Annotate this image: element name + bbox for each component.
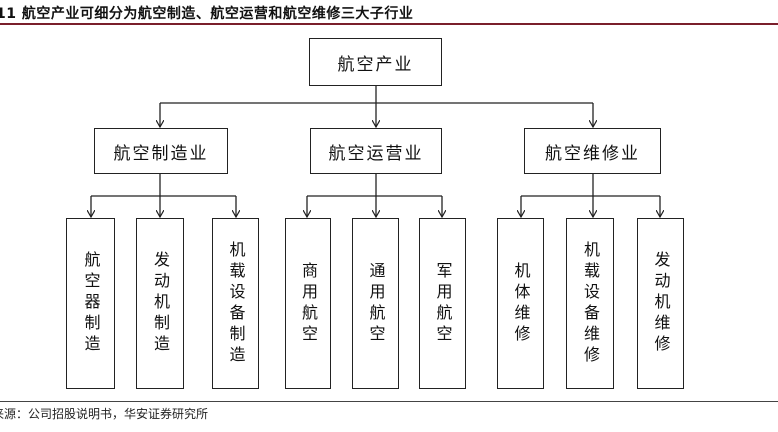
leaf-node-label: 机载设备维修 xyxy=(581,240,600,367)
leaf-node-label: 军用航空 xyxy=(433,261,453,346)
leaf-node: 军用航空 xyxy=(419,218,466,389)
root-node: 航空产业 xyxy=(309,38,442,86)
group-node-label: 航空制造业 xyxy=(113,143,209,164)
root-node-label: 航空产业 xyxy=(337,54,414,75)
title-divider xyxy=(0,23,778,25)
leaf-node-label: 发动机维修 xyxy=(651,251,671,356)
leaf-node: 发动机维修 xyxy=(637,218,684,389)
leaf-node: 通用航空 xyxy=(352,218,399,389)
leaf-node-label: 机载设备制造 xyxy=(226,240,246,367)
leaf-node: 发动机制造 xyxy=(136,218,184,389)
leaf-node-label: 发动机制造 xyxy=(151,251,170,356)
group-node-label: 航空维修业 xyxy=(545,143,640,164)
leaf-node-label: 商用航空 xyxy=(299,261,318,346)
industry-tree-connectors xyxy=(0,86,778,400)
leaf-node: 机载设备制造 xyxy=(212,218,259,389)
leaf-node-label: 航空器制造 xyxy=(81,251,101,356)
leaf-node: 商用航空 xyxy=(285,218,331,389)
group-node-label: 航空运营业 xyxy=(328,143,424,164)
leaf-node-label: 机体维修 xyxy=(511,261,531,346)
leaf-node: 机载设备维修 xyxy=(566,218,614,389)
source-note: 来源：公司招股说明书，华安证券研究所 xyxy=(0,407,209,421)
group-node-manufacturing: 航空制造业 xyxy=(94,128,228,174)
figure-title: 11 航空产业可细分为航空制造、航空运营和航空维修三大子行业 xyxy=(0,6,414,22)
leaf-node: 机体维修 xyxy=(497,218,544,389)
group-node-maintenance: 航空维修业 xyxy=(524,128,661,174)
leaf-node: 航空器制造 xyxy=(66,218,115,389)
leaf-node-label: 通用航空 xyxy=(366,261,386,346)
group-node-operations: 航空运营业 xyxy=(310,128,442,174)
footer-divider xyxy=(0,401,778,402)
figure-title-bar: 11 航空产业可细分为航空制造、航空运营和航空维修三大子行业 xyxy=(0,0,778,25)
